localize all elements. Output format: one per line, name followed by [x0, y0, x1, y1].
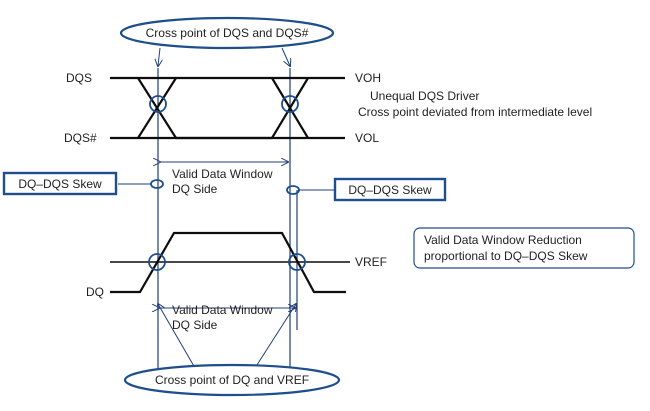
- cross-marker-dqs-left: [149, 95, 167, 113]
- vref-label: VREF: [355, 255, 387, 269]
- voh-label: VOH: [355, 71, 381, 85]
- upper-window-sublabel: DQ Side: [172, 182, 218, 196]
- dqs-n-waveform: [110, 77, 345, 140]
- bottom-callout-pointer-left: [158, 304, 196, 369]
- reduction-line2: proportional to DQ–DQS Skew: [424, 249, 588, 263]
- driver-note-line1: Unequal DQS Driver: [370, 89, 479, 103]
- upper-window-label: Valid Data Window: [172, 167, 273, 181]
- dqs-n-label: DQS#: [64, 131, 97, 145]
- skew-left-text: DQ–DQS Skew: [18, 177, 102, 191]
- skew-right-text: DQ–DQS Skew: [348, 183, 432, 197]
- skew-right-box: [333, 177, 447, 202]
- top-callout-pointer-left: [158, 47, 160, 66]
- bottom-cross-callout: [123, 363, 341, 397]
- driver-note-line2: Cross point deviated from intermediate l…: [358, 105, 592, 119]
- dqs-label: DQS: [66, 71, 92, 85]
- dqs-waveform: [110, 76, 345, 139]
- dq-label: DQ: [86, 285, 104, 299]
- top-cross-callout: [119, 16, 335, 50]
- bottom-cross-callout-text: Cross point of DQ and VREF: [155, 373, 309, 387]
- reduction-line1: Valid Data Window Reduction: [424, 233, 582, 247]
- skew-left-box: [2, 171, 118, 196]
- reduction-box: [413, 227, 635, 269]
- top-cross-callout-text: Cross point of DQS and DQS#: [146, 26, 309, 40]
- cross-marker-dq-left: [148, 253, 166, 271]
- cross-marker-dqs-right: [281, 95, 299, 113]
- vol-label: VOL: [355, 131, 379, 145]
- skew-marker-left: [150, 179, 164, 189]
- dq-waveform: [110, 231, 346, 294]
- bottom-callout-pointer-right: [254, 304, 296, 369]
- lower-window-sublabel: DQ Side: [172, 318, 218, 332]
- top-callout-pointer-right: [281, 47, 290, 66]
- lower-window-label: Valid Data Window: [172, 303, 273, 317]
- cross-marker-dq-right: [288, 253, 306, 271]
